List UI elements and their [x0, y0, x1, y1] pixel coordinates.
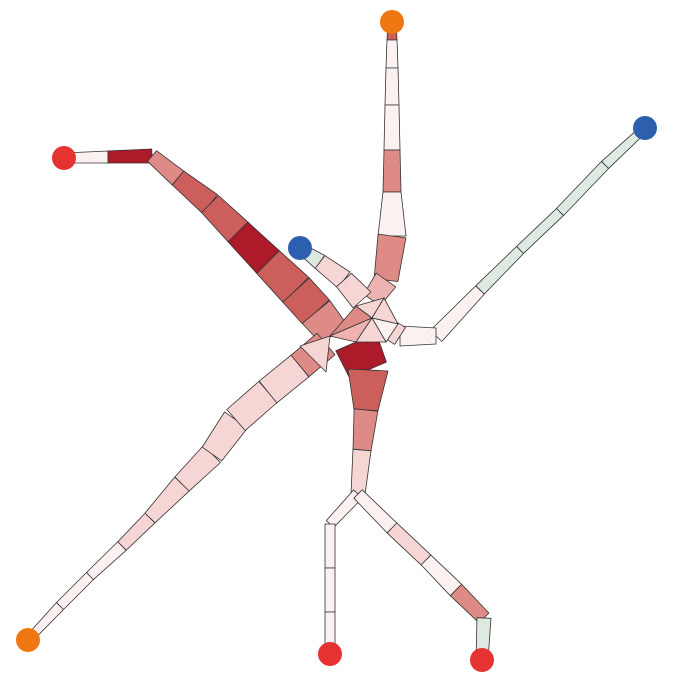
terminal-inner-left	[288, 236, 312, 260]
branch-upper-left-segment-4	[171, 170, 219, 214]
branch-bottom-right-segment-1	[353, 489, 398, 534]
hub-wedge-7	[299, 335, 331, 373]
branch-top-segment-7	[373, 233, 407, 283]
branch-bottom-right-segment-2	[386, 522, 432, 566]
branch-bottom-left-segment-7	[201, 411, 248, 462]
branch-bottom-left-segment-8	[226, 381, 278, 431]
branch-top-segment-5	[382, 149, 402, 193]
hub-wedge-6	[355, 317, 387, 343]
branch-upper-right-segment-3	[516, 207, 564, 255]
terminal-bottom-right	[470, 648, 494, 672]
branch-bottom-center-segment-3	[324, 567, 336, 613]
branch-inner-left-segment-2	[314, 255, 351, 289]
terminal-bottom-center	[318, 642, 342, 666]
terminal-top	[380, 10, 404, 34]
terminal-bottom-left	[16, 628, 40, 652]
terminal-upper-right	[633, 116, 657, 140]
branch-upper-right-segment-6	[399, 325, 437, 347]
branch-upper-right-segment-4	[475, 246, 524, 295]
network-terminals	[16, 10, 657, 672]
branch-bottom-left-segment-3	[86, 541, 127, 580]
branch-center-down-segment-3	[352, 408, 379, 452]
terminal-upper-left	[52, 146, 76, 170]
branch-top-segment-2	[385, 39, 399, 69]
branch-bottom-center-segment-2	[324, 523, 336, 569]
branch-bottom-left-segment-4	[117, 512, 156, 551]
branch-bottom-right-segment-3	[420, 554, 463, 597]
branch-top-segment-4	[383, 104, 401, 151]
branch-inner-left-segment-3	[336, 272, 372, 309]
branch-upper-left-segment-2	[107, 148, 153, 164]
branch-center-down-segment-2	[347, 368, 389, 412]
branch-upper-left-segment-7	[256, 250, 310, 304]
branch-bottom-right-segment-4	[449, 583, 490, 624]
branch-bottom-left-segment-2	[56, 572, 94, 610]
branch-upper-right-segment-2	[556, 161, 609, 216]
branch-center-down-segment-4	[350, 448, 372, 496]
branch-top-segment-3	[384, 67, 400, 106]
branch-top-segment-6	[377, 191, 407, 237]
branch-upper-left-segment-8	[282, 277, 330, 325]
branch-upper-right-segment-5	[429, 285, 485, 342]
network-segments	[24, 21, 649, 661]
